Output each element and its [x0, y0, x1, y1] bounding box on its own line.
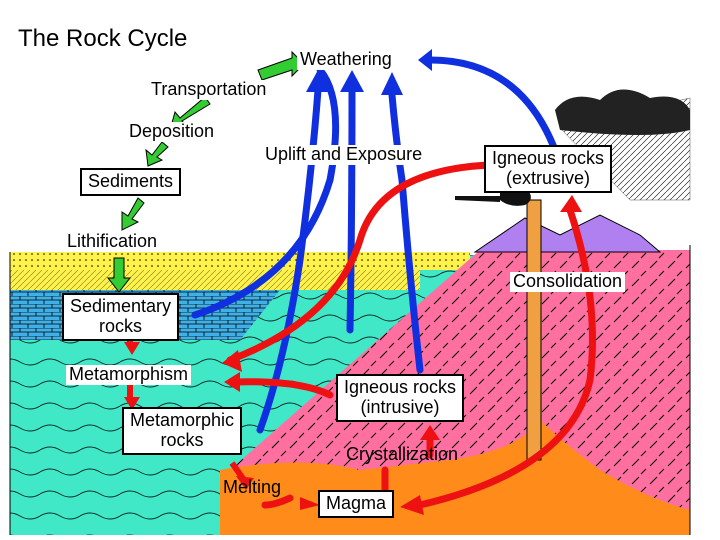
- page-title: The Rock Cycle: [18, 25, 188, 52]
- label-melting: Melting: [223, 477, 282, 497]
- sedimentary-line2: rocks: [99, 315, 143, 336]
- green-arrows: [106, 50, 305, 293]
- label-consolidation: Consolidation: [510, 271, 626, 292]
- metamorphic-line2: rocks: [160, 429, 204, 450]
- box-igneous-intrusive: Igneous rocks (intrusive): [336, 374, 465, 422]
- label-crystallization: Crystallization: [346, 444, 459, 464]
- uplift-arrows: [191, 56, 559, 434]
- box-igneous-extrusive: Igneous rocks (extrusive): [484, 145, 613, 193]
- box-magma: Magma: [318, 490, 395, 518]
- label-uplift-exposure: Uplift and Exposure: [262, 144, 426, 165]
- igneous-extrusive-line1: Igneous rocks: [492, 148, 605, 168]
- label-weathering: Weathering: [297, 49, 395, 70]
- mountains: [473, 214, 662, 253]
- metamorphic-line1: Metamorphic: [130, 410, 235, 430]
- igneous-intrusive-line1: Igneous rocks: [344, 377, 457, 397]
- uplift-arrowheads: [306, 49, 432, 95]
- rain-cloud: [555, 89, 691, 201]
- volcano-conduit: [526, 199, 542, 461]
- box-sediments: Sediments: [80, 168, 182, 196]
- box-sedimentary-rocks: Sedimentary rocks: [62, 293, 180, 341]
- box-metamorphic-rocks: Metamorphic rocks: [122, 407, 243, 455]
- sedimentary-line1: Sedimentary: [70, 296, 172, 316]
- label-metamorphism: Metamorphism: [66, 364, 192, 385]
- igneous-extrusive-line2: (extrusive): [506, 167, 591, 188]
- igneous-intrusive-line2: (intrusive): [360, 396, 440, 417]
- label-deposition: Deposition: [126, 121, 218, 142]
- label-lithification: Lithification: [64, 231, 161, 252]
- label-transportation: Transportation: [148, 79, 270, 100]
